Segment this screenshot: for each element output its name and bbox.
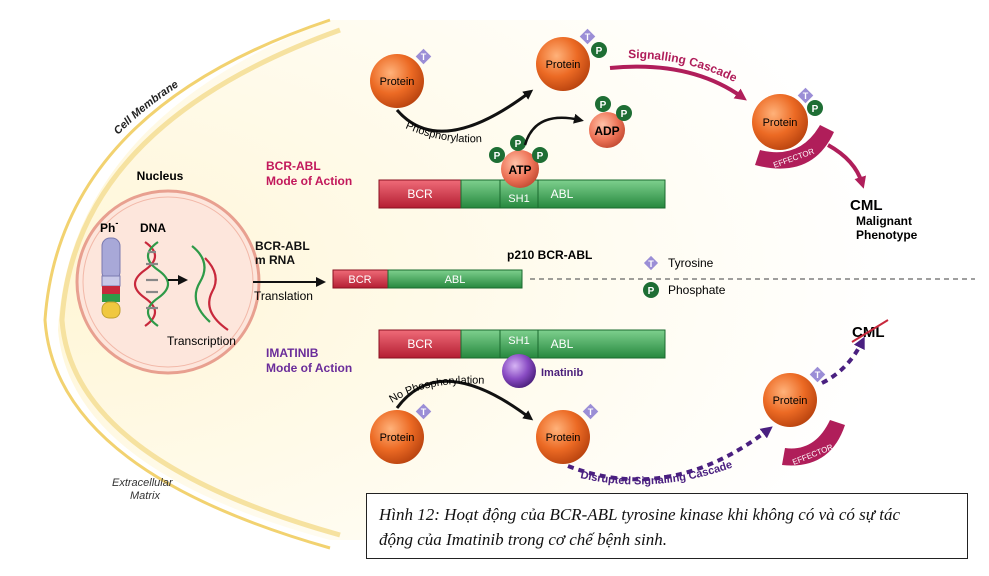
malignant-phenotype-label: Malignant Phenotype [856,214,918,242]
protein-top-right [752,94,808,150]
protein-bottom-left [370,410,424,464]
legend-tyrosine-label: Tyrosine [668,256,714,270]
p210-bcr-text: BCR [348,274,371,286]
adp-label: ADP [594,124,619,138]
protein-bottom-left-label: Protein [380,432,415,444]
svg-text:P: P [600,100,607,111]
legend-phosphate-label: Phosphate [668,283,726,297]
protein-bottom-mid [536,410,590,464]
svg-text:T: T [815,370,821,380]
phosphate-tag [591,42,607,58]
to-cml-arrow [827,143,866,189]
legend-tyrosine-icon [643,255,659,271]
effector-top [755,125,834,169]
svg-text:P: P [648,286,655,297]
effector-bottom [782,420,845,466]
phosphorylation-arrow [395,89,534,133]
dna-label: DNA [140,221,166,235]
p210-abl-segment [387,269,523,289]
no-phosphorylation-arrow [395,379,534,421]
nucleus-label: Nucleus [137,169,184,183]
adp-molecule [589,112,625,148]
cell-membrane-outer [43,18,331,550]
svg-text:T: T [585,32,591,42]
svg-text:T: T [803,91,809,101]
svg-text:T: T [421,407,427,417]
adp-phosphates: P P [595,96,632,121]
legend: T Tyrosine P Phosphate [643,255,726,298]
bottom-sh1-text: SH1 [508,335,529,347]
svg-text:P: P [537,151,544,162]
bottom-abl-text: ABL [551,337,574,351]
dna-helix [133,241,170,327]
protein-top-mid-label: Protein [546,59,581,71]
protein-top-left-label: Protein [380,76,415,88]
bottom-abl-segment [460,329,666,359]
svg-text:P: P [494,151,501,162]
imatinib-label: Imatinib [541,367,583,379]
protein-bottom-right-label: Protein [773,395,808,407]
imatinib-mode-label: IMATINIB Mode of Action [266,346,352,375]
atp-label: ATP [508,163,531,177]
svg-text:P: P [621,109,628,120]
svg-text:T: T [648,259,654,269]
signalling-cascade-arrow [609,64,747,101]
p210-label: p210 BCR-ABL [507,248,592,262]
protein-top-mid [536,37,590,91]
protein-top-right-label: Protein [763,117,798,129]
top-bcr-text: BCR [407,187,433,201]
transcription-label: Transcription [167,334,236,348]
disrupted-cascade-arrow [567,426,773,482]
caption-line-2: động của Imatinib trong cơ chế bệnh sinh… [379,530,667,549]
svg-text:T: T [588,407,594,417]
protein-top-left [370,54,424,108]
atp-phosphates: P P P [489,135,548,163]
top-sh1-text: SH1 [508,193,529,205]
p210-abl-text: ABL [445,274,466,286]
bottom-bcr-segment [378,329,462,359]
protein-bottom-right [763,373,817,427]
ph-chromosome [101,237,121,319]
svg-text:T: T [421,52,427,62]
top-abl-segment [460,179,666,209]
translation-label: Translation [254,289,313,303]
ph-label: Ph- [100,218,118,235]
cell-interior [58,20,989,540]
top-bcr-segment [378,179,462,209]
cell-membrane-inner [59,27,341,538]
imatinib-molecule [502,354,536,388]
cml-label: CML [850,197,883,214]
caption-line-1: Hình 12: Hoạt động của BCR-ABL tyrosine … [379,505,901,524]
cml-strike [851,319,889,343]
phosphate-tag [807,100,823,116]
bcr-abl-mode-label: BCR-ABL Mode of Action [266,159,352,188]
protein-bottom-mid-label: Protein [546,432,581,444]
figure-caption: Hình 12: Hoạt động của BCR-ABL tyrosine … [366,493,968,559]
svg-text:P: P [812,104,819,115]
atp-molecule [501,150,539,188]
mrna-label: BCR-ABL m RNA [255,239,313,267]
bottom-bcr-text: BCR [407,337,433,351]
to-cml-dashed-arrow [821,336,865,385]
svg-text:P: P [596,46,603,57]
extracellular-label: Extracellular Matrix [112,477,176,502]
rna-strands [191,245,229,331]
atp-to-adp-arrow [523,113,584,146]
legend-phosphate-icon [643,282,659,298]
svg-text:P: P [515,139,522,150]
top-abl-text: ABL [551,187,574,201]
